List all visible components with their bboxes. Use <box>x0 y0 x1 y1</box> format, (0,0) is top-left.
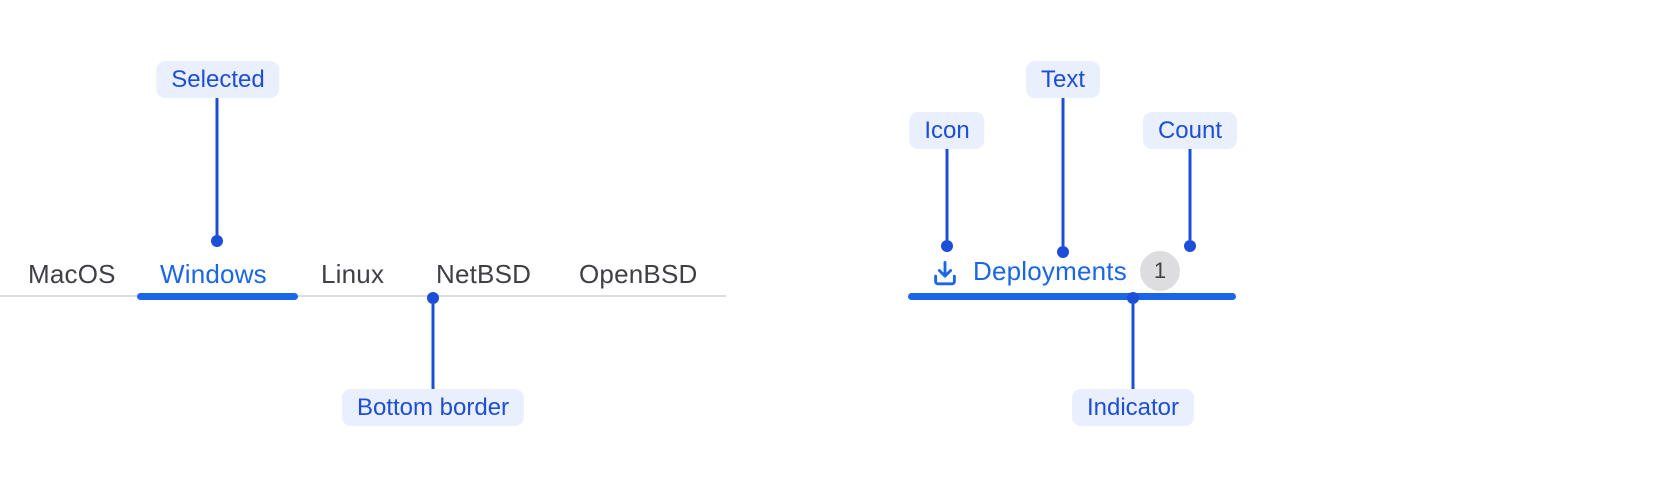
tab-deployments-label: Deployments <box>973 256 1127 286</box>
annotation-text-connector <box>1061 98 1065 246</box>
annotation-indicator-connector <box>1131 304 1135 389</box>
annotation-count-label: Count <box>1142 112 1238 149</box>
tab-netbsd[interactable]: NetBSD <box>436 259 532 289</box>
annotation-selected-dot <box>211 235 223 247</box>
download-icon <box>934 260 956 286</box>
annotation-indicator-label: Indicator <box>1071 389 1195 426</box>
annotation-count-dot <box>1184 240 1196 252</box>
annotation-bottom-border-connector <box>431 304 435 389</box>
tab-windows-selected[interactable]: Windows <box>160 259 267 289</box>
tab-macos[interactable]: MacOS <box>28 259 116 289</box>
tab-linux[interactable]: Linux <box>321 259 385 289</box>
annotation-text-label: Text <box>1025 61 1101 98</box>
annotation-icon-connector <box>945 149 949 240</box>
tab-deployments[interactable]: Deployments 1 <box>930 251 1180 291</box>
tab-count-badge: 1 <box>1139 251 1180 291</box>
annotation-icon-label: Icon <box>909 112 985 149</box>
selected-tab-indicator <box>908 293 1236 300</box>
annotation-bottom-border-dot <box>427 292 439 304</box>
annotation-indicator-dot <box>1127 292 1139 304</box>
annotation-icon-dot <box>941 240 953 252</box>
tab-bar-bottom-border <box>0 295 726 297</box>
annotation-bottom-border-label: Bottom border <box>341 389 525 426</box>
annotation-count-connector <box>1188 149 1192 240</box>
selected-tab-underline <box>137 293 298 300</box>
annotation-selected-label: Selected <box>156 61 280 98</box>
annotation-text-dot <box>1057 246 1069 258</box>
annotation-selected-connector <box>215 98 219 236</box>
tab-openbsd[interactable]: OpenBSD <box>579 259 698 289</box>
